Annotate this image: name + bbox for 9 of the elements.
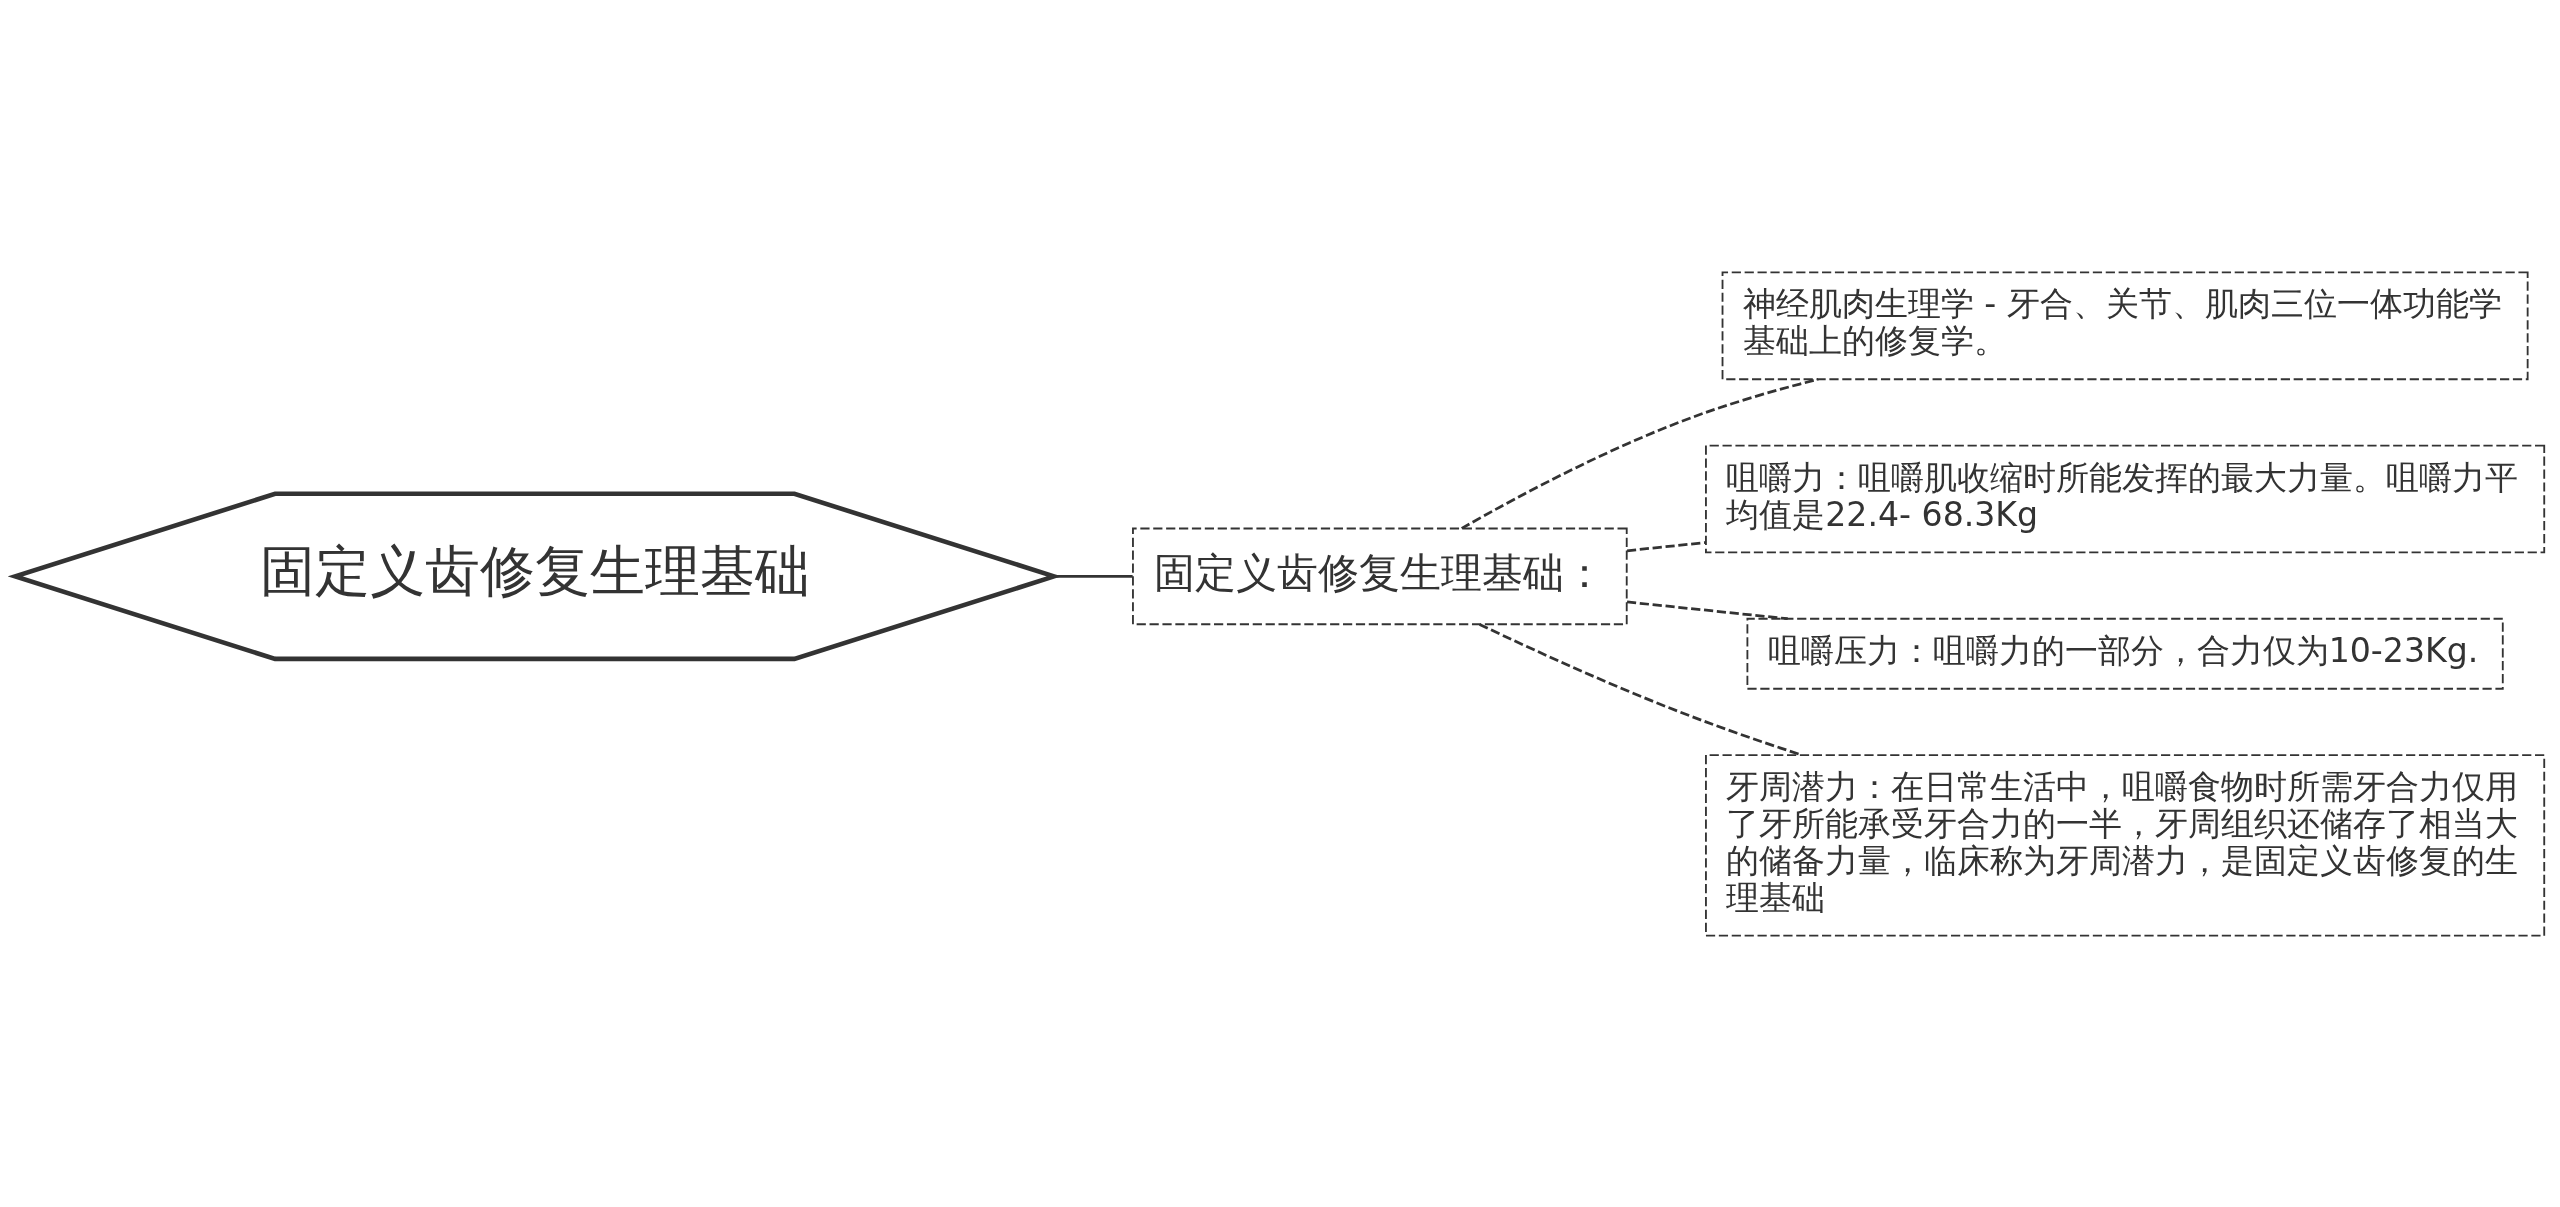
node-box: 牙周潜力：在日常生活中，咀嚼食物时所需牙合力仅用了牙所能承受牙合力的一半，牙周组织还储存了相当大的储备力量，临床称为牙周潜力，是固定义齿修复的生理基础 (1705, 753, 2546, 937)
connector (1626, 540, 1706, 552)
node-box: 神经肌肉生理学 - 牙合、关节、肌肉三位一体功能学基础上的修复学。 (1721, 270, 2529, 380)
node-box: 固定义齿修复生理基础： (1132, 527, 1628, 625)
connector (1626, 600, 1788, 620)
node-box: 咀嚼力：咀嚼肌收缩时所能发挥的最大力量。咀嚼力平均值是22.4- 68.3Kg (1705, 444, 2546, 553)
connector (1053, 574, 1133, 578)
connector (1461, 377, 1819, 530)
node-box: 咀嚼压力：咀嚼力的一部分，合力仅为10-23Kg. (1746, 617, 2504, 690)
